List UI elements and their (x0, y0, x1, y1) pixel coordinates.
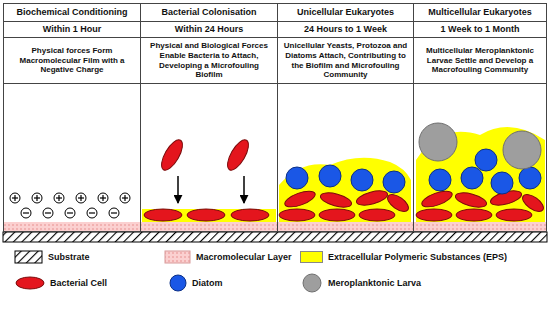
diatom (429, 169, 451, 191)
positive-charge (76, 193, 86, 203)
unicellular-art (279, 158, 411, 222)
bacterial-colonisation-art (142, 137, 276, 222)
bacterial-cell (319, 209, 355, 221)
bacterial-cell (223, 137, 252, 173)
bacterial-cell (283, 188, 317, 210)
substrate (3, 232, 547, 242)
eps (142, 209, 276, 222)
bacterial-cell (157, 137, 186, 173)
diatom (461, 167, 483, 189)
diatom (286, 167, 308, 189)
positive-charge (120, 193, 130, 203)
legend-sample (170, 275, 186, 291)
stage-time: Within 1 Hour (4, 22, 140, 38)
bacterial-cell (319, 190, 353, 210)
bacterial-cell (231, 209, 269, 221)
diatom (351, 169, 373, 191)
negative-charge (65, 208, 75, 218)
bacterial-cell (416, 209, 452, 221)
bacterial-cell (359, 209, 395, 221)
positive-charge (32, 193, 42, 203)
diatom (383, 171, 405, 193)
diatom (491, 172, 513, 194)
bacterial-cell (187, 209, 225, 221)
bacterial-cell (279, 209, 315, 221)
charges (10, 193, 130, 218)
negative-charge (87, 208, 97, 218)
stage-description: Physical forces Form Macromolecular Film… (4, 38, 140, 84)
stage-description: Unicellular Yeasts, Protozoa and Diatoms… (278, 38, 413, 84)
stage-title: Bacterial Colonisation (141, 4, 277, 22)
legend-label: Extracellular Polymeric Substances (EPS) (328, 252, 507, 262)
multicellular-art (416, 123, 546, 222)
stage-time: 1 Week to 1 Month (414, 22, 546, 38)
stage-title: Multicellular Eukaryotes (414, 4, 546, 22)
bacterial-cell (420, 188, 454, 210)
legend-sample (16, 277, 44, 289)
legend-swatch (300, 251, 323, 263)
diatom (519, 167, 541, 189)
stage-title: Biochemical Conditioning (4, 4, 140, 22)
eps (279, 158, 411, 222)
stage-column: Multicellular Eukaryotes1 Week to 1 Mont… (413, 3, 547, 232)
bacterial-cell (456, 209, 492, 221)
bacterial-cell (454, 190, 488, 210)
attach-arrow (177, 176, 179, 203)
negative-charge (21, 208, 31, 218)
legend-label: Bacterial Cell (50, 278, 107, 288)
attach-arrow (243, 176, 245, 203)
legend-label: Diatom (192, 278, 223, 288)
bacterial-cell (385, 191, 412, 215)
diatom (475, 149, 497, 171)
legend-label: Macromolecular Layer (196, 252, 292, 262)
legend-label: Meroplanktonic Larva (328, 278, 421, 288)
stage-time: 24 Hours to 1 Week (278, 22, 413, 38)
stage-description: Physical and Biological Forces Enable Ba… (141, 38, 277, 84)
positive-charge (54, 193, 64, 203)
legend-sample (303, 274, 321, 292)
legend-sample (15, 251, 42, 263)
stage-column: Unicellular Eukaryotes24 Hours to 1 Week… (277, 3, 414, 232)
diatom (319, 165, 341, 187)
meroplanktonic-larva (503, 131, 541, 169)
legend-label: Substrate (48, 252, 90, 262)
negative-charge (109, 208, 119, 218)
macromolecular-layer (3, 222, 547, 232)
bacterial-cell (496, 209, 532, 221)
bacterial-cell (520, 191, 547, 215)
negative-charge (43, 208, 53, 218)
stage-description: Multicellular Meroplanktonic Larvae Sett… (414, 38, 546, 84)
stage-time: Within 24 Hours (141, 22, 277, 38)
legend-sample (165, 251, 190, 263)
meroplanktonic-larva (419, 123, 457, 161)
stage-column: Biochemical ConditioningWithin 1 HourPhy… (3, 3, 141, 232)
positive-charge (98, 193, 108, 203)
positive-charge (10, 193, 20, 203)
stage-title: Unicellular Eukaryotes (278, 4, 413, 22)
stage-column: Bacterial ColonisationWithin 24 HoursPhy… (140, 3, 278, 232)
bacterial-cell (144, 209, 182, 221)
